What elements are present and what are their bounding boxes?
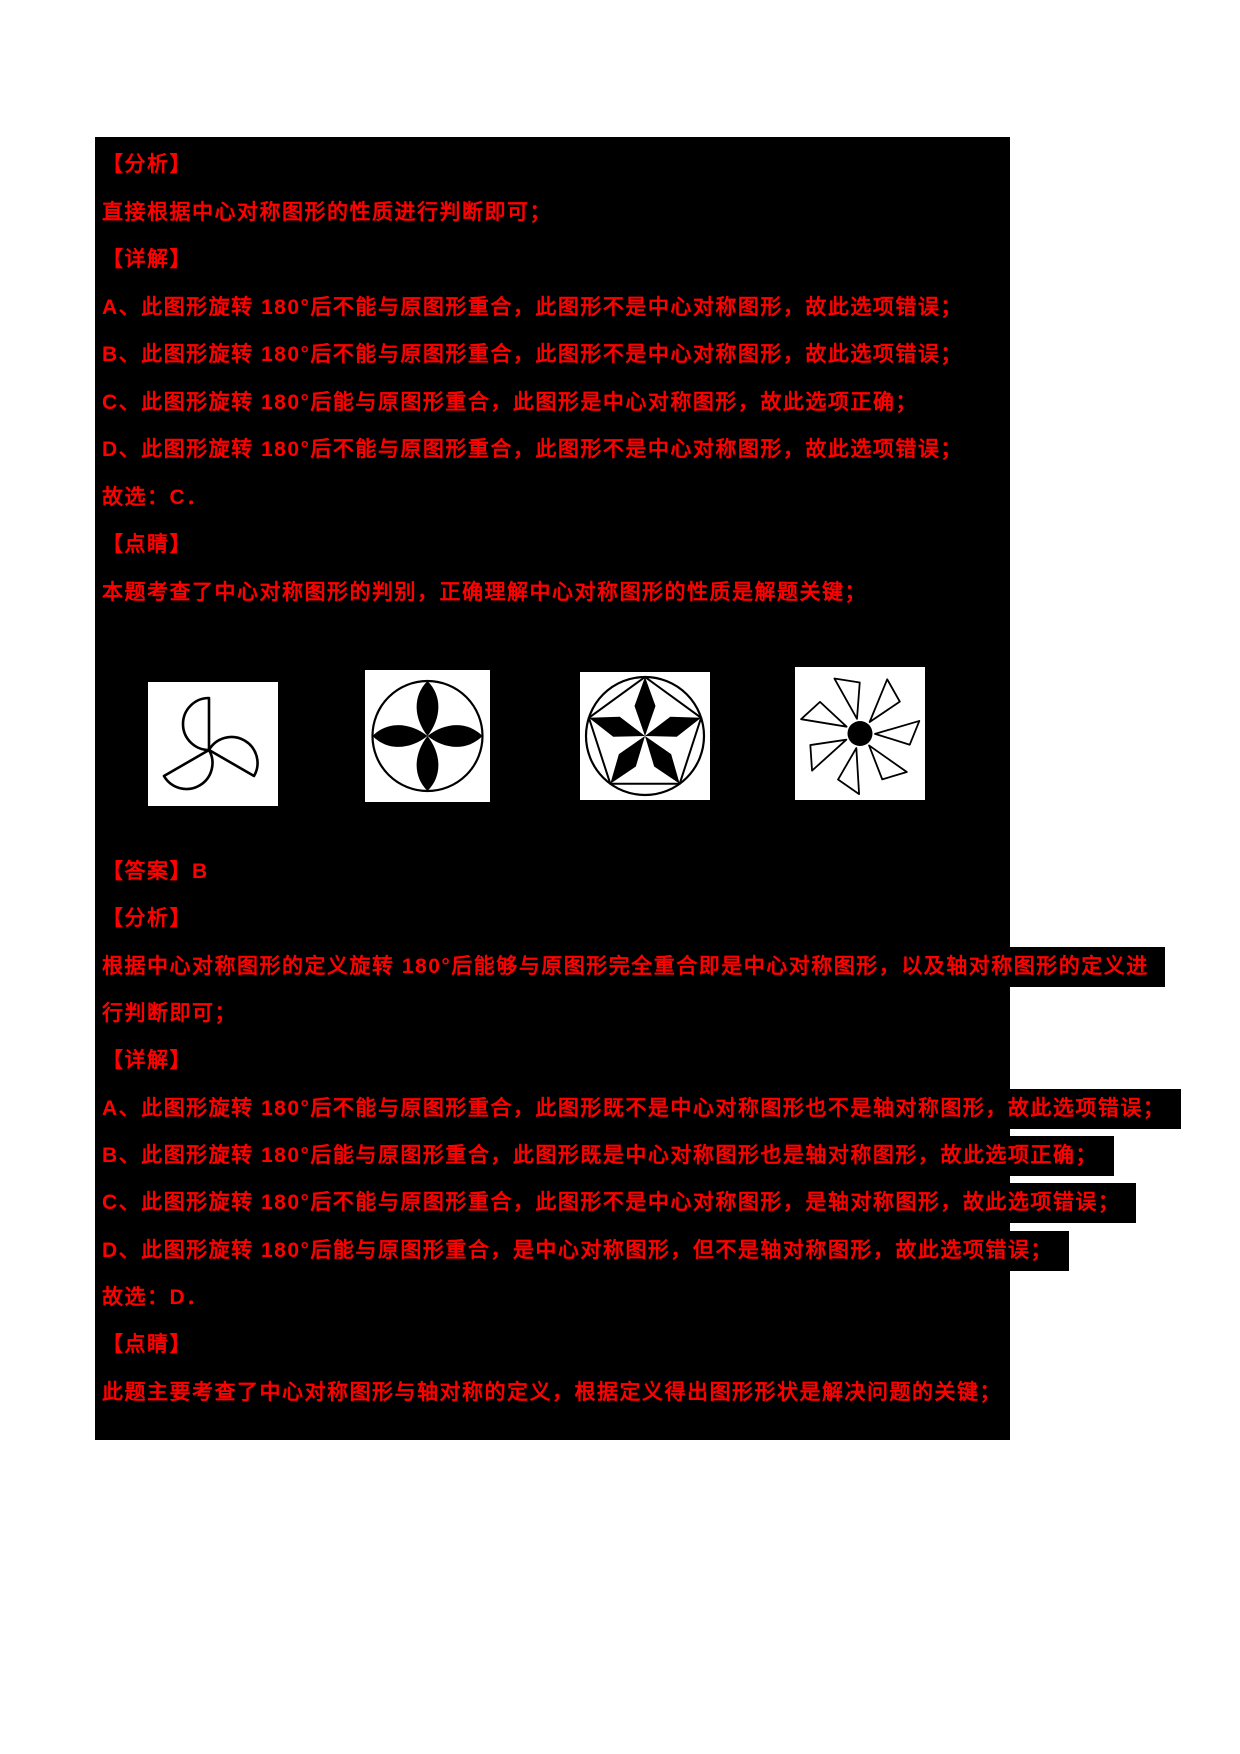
detail-header-2: 【详解】	[102, 1049, 192, 1072]
option-a-line-2: A、此图形旋转 180°后不能与原图形重合，此图形既不是中心对称图形也不是轴对称…	[95, 1089, 1182, 1129]
option-d-line: D、此图形旋转 180°后不能与原图形重合，此图形不是中心对称图形，故此选项错误…	[102, 438, 963, 461]
analysis-text-2-line1: 根据中心对称图形的定义旋转 180°后能够与原图形完全重合即是中心对称图形，以及…	[95, 947, 1165, 987]
answer-choice-line-2: 故选：D．	[102, 1286, 209, 1309]
note-header-2: 【点睛】	[102, 1333, 192, 1356]
figure-d-seven-blade-pinwheel	[795, 667, 925, 800]
three-blade-pinwheel-icon	[162, 696, 259, 791]
option-a-line: A、此图形旋转 180°后不能与原图形重合，此图形不是中心对称图形，故此选项错误…	[102, 296, 963, 319]
figure-c-star-pentagon-circle	[580, 672, 710, 800]
detail-header: 【详解】	[102, 248, 192, 271]
answer-header-line: 【答案】B	[102, 860, 209, 883]
answer-key-black-block: 【分析】 直接根据中心对称图形的性质进行判断即可； 【详解】 A、此图形旋转 1…	[95, 137, 1182, 1440]
analysis-text: 直接根据中心对称图形的性质进行判断即可；	[102, 201, 552, 224]
four-petal-flower-icon	[371, 679, 484, 793]
option-b-line-2: B、此图形旋转 180°后能与原图形重合，此图形既是中心对称图形也是轴对称图形，…	[95, 1136, 1114, 1176]
note-text-2: 此题主要考查了中心对称图形与轴对称的定义，根据定义得出图形形状是解决问题的关键；	[102, 1381, 1002, 1404]
option-b-line: B、此图形旋转 180°后不能与原图形重合，此图形不是中心对称图形，故此选项错误…	[102, 343, 963, 366]
analysis-header-2: 【分析】	[102, 907, 192, 930]
note-text: 本题考查了中心对称图形的判别，正确理解中心对称图形的性质是解题关键；	[102, 581, 867, 604]
analysis-text-2-line2: 行判断即可；	[102, 1002, 237, 1025]
five-point-star-icon	[584, 675, 706, 797]
figure-a-three-blade-pinwheel	[148, 682, 278, 806]
answer-choice-line: 故选：C．	[102, 486, 209, 509]
option-d-line-2: D、此图形旋转 180°后能与原图形重合，是中心对称图形，但不是轴对称图形，故此…	[95, 1231, 1069, 1271]
option-c-line-2: C、此图形旋转 180°后不能与原图形重合，此图形不是中心对称图形，是轴对称图形…	[95, 1183, 1137, 1223]
analysis-header: 【分析】	[102, 153, 192, 176]
option-c-line: C、此图形旋转 180°后能与原图形重合，此图形是中心对称图形，故此选项正确；	[102, 391, 918, 414]
note-header: 【点睛】	[102, 533, 192, 556]
seven-blade-pinwheel-icon	[800, 677, 921, 796]
figure-b-four-petal-flower	[365, 670, 490, 802]
